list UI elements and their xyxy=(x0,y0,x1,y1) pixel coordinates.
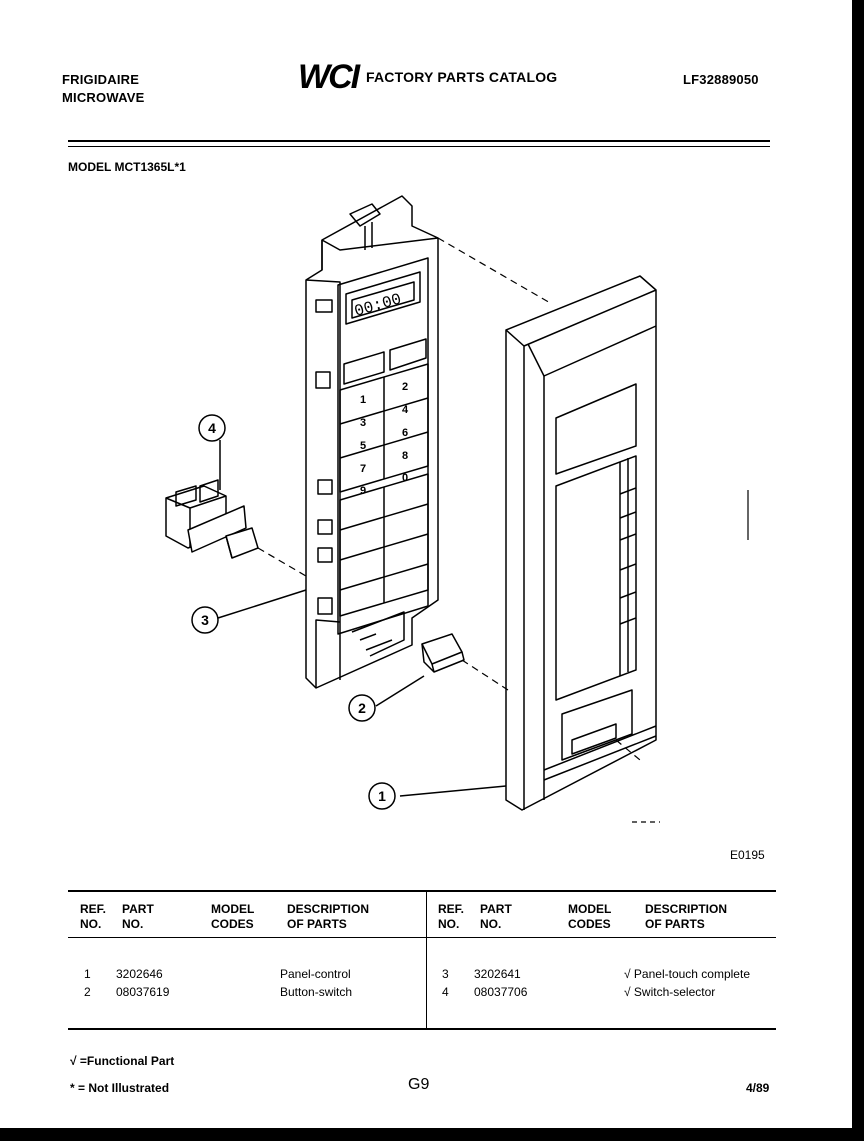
key-6: 6 xyxy=(402,427,408,439)
catalog-title: FACTORY PARTS CATALOG xyxy=(366,69,558,85)
wci-logo: WCI xyxy=(298,58,362,94)
row-ref: 3 xyxy=(442,967,449,981)
model-number: MODEL MCT1365L*1 xyxy=(68,160,186,174)
wci-logo-text: WCI xyxy=(298,58,362,94)
col-codes-line2: CODES xyxy=(568,917,611,931)
row-ref: 4 xyxy=(442,985,449,999)
col-ref-line1: REF. xyxy=(438,902,465,916)
col-desc-header-right: DESCRIPTION OF PARTS xyxy=(645,902,727,932)
key-7: 7 xyxy=(360,463,366,475)
control-panel-frame xyxy=(505,275,657,811)
col-codes-line1: MODEL xyxy=(568,902,612,916)
col-desc-line1: DESCRIPTION xyxy=(287,902,370,916)
row-ref: 2 xyxy=(84,985,91,999)
header-rule-bottom xyxy=(68,146,770,147)
selector-switch xyxy=(165,479,259,559)
row-part-number: 08037706 xyxy=(474,985,528,999)
col-ref-line2: NO. xyxy=(438,917,460,931)
page-number: G9 xyxy=(408,1076,430,1093)
assembly-guides xyxy=(257,237,641,761)
col-ref-header-right: REF. NO. xyxy=(438,902,464,932)
col-ref-header-left: REF. NO. xyxy=(80,902,106,932)
col-desc-line1: DESCRIPTION xyxy=(645,902,728,916)
row-description: Button-switch xyxy=(280,985,353,999)
key-3: 3 xyxy=(360,417,366,429)
callout-2: 2 xyxy=(348,694,376,722)
svg-text:3: 3 xyxy=(201,612,209,628)
revision-date: 4/89 xyxy=(746,1081,770,1095)
col-desc-line2: OF PARTS xyxy=(287,917,347,931)
brand-name: FRIGIDAIRE xyxy=(62,72,140,87)
row-description: Panel-control xyxy=(280,967,351,981)
key-1: 1 xyxy=(360,394,366,406)
key-0: 0 xyxy=(402,472,408,484)
row-part-number: 3202646 xyxy=(116,967,163,981)
svg-text:1: 1 xyxy=(378,788,386,804)
table-rule-top xyxy=(68,890,776,892)
button-switch xyxy=(421,633,465,673)
control-panel-assembly: 00:00 1 2 3 4 5 6 7 8 9 0 xyxy=(305,195,439,689)
col-desc-header-left: DESCRIPTION OF PARTS xyxy=(287,902,369,932)
catalog-number: LF32889050 xyxy=(683,72,759,87)
callout-1: 1 xyxy=(368,782,396,810)
col-codes-line1: MODEL xyxy=(211,902,255,916)
row-description: √ Switch-selector xyxy=(624,985,716,999)
not-illustrated-note: * = Not Illustrated xyxy=(70,1081,170,1095)
col-part-header-left: PART NO. xyxy=(122,902,154,932)
col-part-line2: NO. xyxy=(480,917,502,931)
parts-catalog-page: FRIGIDAIRE MICROWAVE WCI FACTORY PARTS C… xyxy=(0,0,852,1128)
key-2: 2 xyxy=(402,381,408,393)
key-4: 4 xyxy=(402,404,409,416)
key-5: 5 xyxy=(360,440,366,452)
exploded-parts-diagram: 00:00 1 2 3 4 5 6 7 8 9 0 xyxy=(165,195,749,823)
callout-3: 3 xyxy=(191,606,219,634)
row-part-number: 3202641 xyxy=(474,967,521,981)
col-ref-line1: REF. xyxy=(80,902,107,916)
col-part-header-right: PART NO. xyxy=(480,902,512,932)
row-part-number: 08037619 xyxy=(116,985,170,999)
col-codes-header-right: MODEL CODES xyxy=(568,902,611,932)
svg-text:4: 4 xyxy=(208,420,216,436)
col-ref-line2: NO. xyxy=(80,917,102,931)
col-part-line1: PART xyxy=(480,902,512,916)
col-part-line2: NO. xyxy=(122,917,144,931)
svg-text:2: 2 xyxy=(358,700,366,716)
key-8: 8 xyxy=(402,450,408,462)
row-ref: 1 xyxy=(84,967,91,981)
row-description: √ Panel-touch complete xyxy=(624,967,750,981)
table-divider xyxy=(426,892,427,1028)
callout-4: 4 xyxy=(198,414,226,442)
col-part-line1: PART xyxy=(122,902,154,916)
header-rule-top xyxy=(68,140,770,142)
diagram-code: E0195 xyxy=(730,848,765,862)
col-codes-header-left: MODEL CODES xyxy=(211,902,254,932)
product-name: MICROWAVE xyxy=(62,90,145,105)
col-desc-line2: OF PARTS xyxy=(645,917,705,931)
col-codes-line2: CODES xyxy=(211,917,254,931)
table-rule-bottom xyxy=(68,1028,776,1030)
key-9: 9 xyxy=(360,485,366,497)
functional-part-note: √ =Functional Part xyxy=(70,1054,175,1068)
table-rule-header xyxy=(68,937,776,938)
